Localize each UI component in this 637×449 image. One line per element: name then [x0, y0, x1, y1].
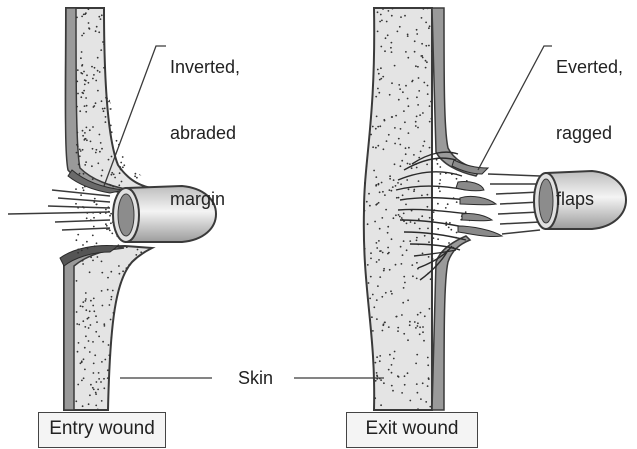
- exit-skin-layer-lower: [432, 236, 470, 410]
- inverted-margin-label: Inverted, abraded margin: [170, 12, 240, 232]
- entry-lower-tissue: [64, 246, 152, 410]
- everted-label-line3: flaps: [556, 188, 623, 210]
- inverted-label-line1: Inverted,: [170, 56, 240, 78]
- everted-label-line2: ragged: [556, 122, 623, 144]
- inverted-label-line3: margin: [170, 188, 240, 210]
- exit-skin-layer: [432, 8, 480, 176]
- everted-flaps-leader: [478, 46, 552, 170]
- everted-flaps-label: Everted, ragged flaps: [556, 12, 623, 232]
- entry-motion-lines: [8, 190, 110, 230]
- exit-tissue: [364, 8, 432, 410]
- entry-wound-caption: Entry wound: [38, 412, 166, 448]
- inverted-label-line2: abraded: [170, 122, 240, 144]
- everted-label-line1: Everted,: [556, 56, 623, 78]
- skin-label: Skin: [238, 367, 273, 389]
- exit-wound-caption: Exit wound: [346, 412, 478, 448]
